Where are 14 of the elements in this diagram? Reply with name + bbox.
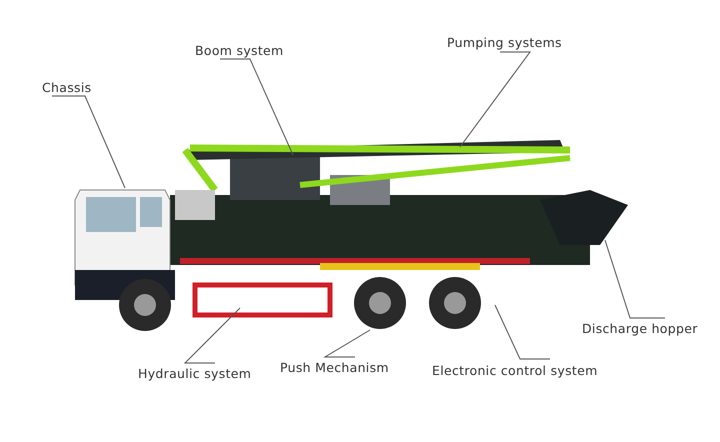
leader-line [460, 52, 531, 148]
part-label: Electronic control system [432, 363, 598, 378]
part-label: Discharge hopper [582, 321, 698, 336]
part-label: Chassis [42, 80, 92, 95]
leader-line [323, 330, 370, 358]
leader-line [494, 304, 550, 360]
part-label: Boom system [195, 43, 284, 58]
part-label: Pumping systems [447, 35, 562, 50]
leader-line [604, 240, 666, 318]
part-label: Push Mechanism [280, 360, 389, 375]
leader-line [184, 308, 240, 364]
leader-line [220, 58, 294, 156]
part-label: Hydraulic system [138, 366, 252, 381]
leader-line [52, 96, 126, 188]
